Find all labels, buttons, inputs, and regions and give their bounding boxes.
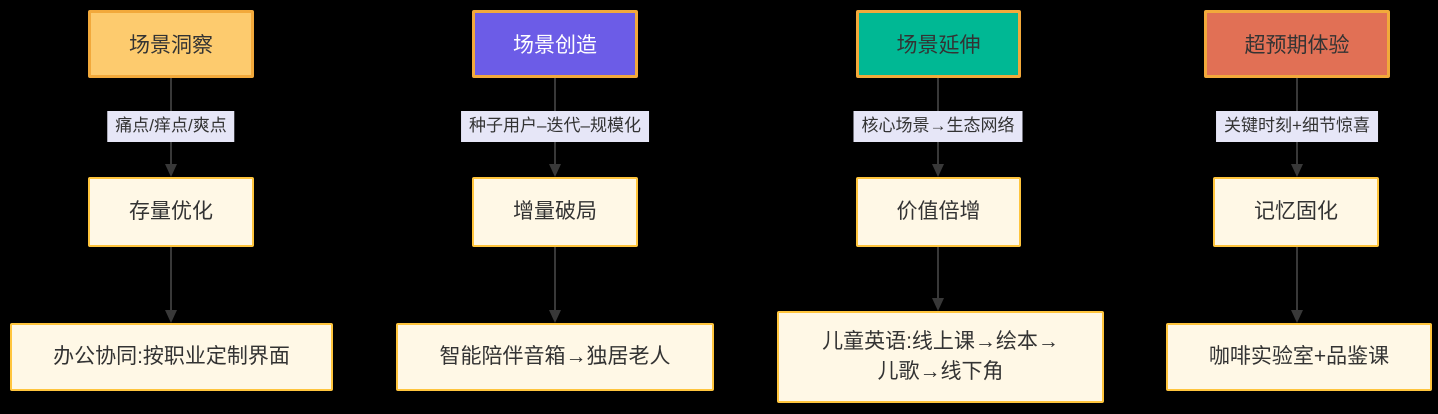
edge-label-scene-creation: 种子用户–迭代–规模化 [461,111,649,142]
arrowhead-down-icon [165,310,177,323]
bottom-node-scene-insight: 办公协同:按职业定制界面 [10,323,333,391]
middle-node-scene-extension: 价值倍增 [856,177,1021,247]
arrowhead-down-icon [549,164,561,177]
middle-node-scene-insight: 存量优化 [88,177,254,247]
arrow-line [937,247,939,304]
edge-label-beyond-expectation: 关键时刻+细节惊喜 [1216,111,1378,142]
arrowhead-down-icon [932,164,944,177]
arrow-line [170,247,172,316]
arrowhead-down-icon [1291,310,1303,323]
header-node-scene-creation: 场景创造 [472,10,638,78]
header-node-scene-extension: 场景延伸 [856,10,1021,78]
arrow-line [1296,247,1298,316]
header-node-scene-insight: 场景洞察 [88,10,254,78]
arrow-line [554,247,556,316]
bottom-node-scene-extension: 儿童英语:线上课→绘本→ 儿歌→线下角 [777,311,1104,403]
bottom-node-scene-creation: 智能陪伴音箱→独居老人 [396,323,714,391]
arrowhead-down-icon [932,298,944,311]
header-node-beyond-expectation: 超预期体验 [1204,10,1390,78]
middle-node-scene-creation: 增量破局 [472,177,638,247]
edge-label-scene-extension: 核心场景→生态网络 [853,111,1023,142]
bottom-node-beyond-expectation: 咖啡实验室+品鉴课 [1166,323,1432,391]
middle-node-beyond-expectation: 记忆固化 [1213,177,1379,247]
edge-label-scene-insight: 痛点/痒点/爽点 [107,111,235,142]
arrowhead-down-icon [1291,164,1303,177]
arrowhead-down-icon [165,164,177,177]
arrowhead-down-icon [549,310,561,323]
